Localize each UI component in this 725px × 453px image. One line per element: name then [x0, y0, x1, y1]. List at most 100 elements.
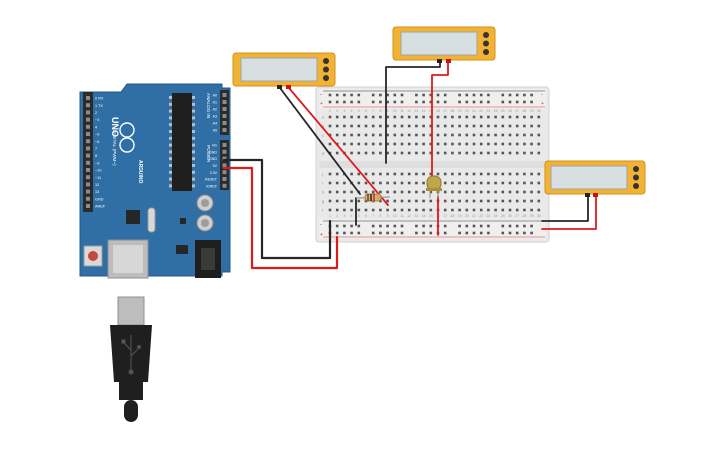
- terminal-hole[interactable]: [494, 115, 497, 119]
- terminal-hole[interactable]: [350, 190, 353, 194]
- terminal-hole[interactable]: [407, 208, 411, 212]
- terminal-hole[interactable]: [393, 172, 397, 176]
- terminal-hole[interactable]: [343, 142, 346, 146]
- terminal-hole[interactable]: [537, 124, 541, 128]
- rail-hole[interactable]: [479, 231, 483, 235]
- terminal-hole[interactable]: [494, 181, 497, 185]
- rail-hole[interactable]: [487, 231, 490, 235]
- rail-hole[interactable]: [343, 224, 346, 228]
- multimeter-1-knob-1[interactable]: [323, 58, 329, 64]
- terminal-hole[interactable]: [515, 151, 519, 155]
- terminal-hole[interactable]: [458, 124, 461, 128]
- rail-hole[interactable]: [472, 100, 476, 104]
- terminal-hole[interactable]: [537, 151, 541, 155]
- led[interactable]: [426, 175, 442, 198]
- terminal-hole[interactable]: [451, 172, 454, 176]
- terminal-hole[interactable]: [436, 133, 440, 137]
- terminal-hole[interactable]: [494, 124, 497, 128]
- terminal-hole[interactable]: [335, 115, 339, 119]
- rail-hole[interactable]: [501, 231, 505, 235]
- rail-hole[interactable]: [472, 93, 476, 97]
- terminal-hole[interactable]: [508, 199, 512, 203]
- terminal-hole[interactable]: [479, 172, 483, 176]
- terminal-hole[interactable]: [537, 115, 541, 119]
- rail-hole[interactable]: [429, 224, 433, 228]
- terminal-hole[interactable]: [451, 181, 454, 185]
- rail-hole[interactable]: [429, 231, 433, 235]
- terminal-hole[interactable]: [472, 208, 476, 212]
- terminal-hole[interactable]: [350, 151, 353, 155]
- terminal-hole[interactable]: [436, 172, 440, 176]
- terminal-hole[interactable]: [494, 133, 497, 137]
- rail-hole[interactable]: [386, 231, 389, 235]
- multimeter-2-knob-2[interactable]: [483, 40, 489, 47]
- wire-meter3-black[interactable]: [541, 196, 589, 222]
- terminal-hole[interactable]: [530, 181, 533, 185]
- multimeter-3-knob-2[interactable]: [633, 174, 639, 181]
- terminal-hole[interactable]: [415, 190, 418, 194]
- terminal-hole[interactable]: [523, 172, 526, 176]
- terminal-hole[interactable]: [364, 208, 368, 212]
- terminal-hole[interactable]: [415, 124, 418, 128]
- terminal-hole[interactable]: [494, 172, 497, 176]
- terminal-hole[interactable]: [379, 151, 382, 155]
- terminal-hole[interactable]: [335, 181, 339, 185]
- digital-pin[interactable]: [86, 160, 90, 165]
- terminal-hole[interactable]: [451, 151, 454, 155]
- terminal-hole[interactable]: [501, 151, 505, 155]
- terminal-hole[interactable]: [537, 199, 541, 203]
- multimeter-2-knob-1[interactable]: [483, 32, 489, 38]
- analog-pin[interactable]: [222, 93, 227, 97]
- terminal-hole[interactable]: [415, 115, 418, 119]
- terminal-hole[interactable]: [343, 124, 346, 128]
- terminal-hole[interactable]: [479, 142, 483, 146]
- terminal-hole[interactable]: [443, 115, 447, 119]
- digital-pin[interactable]: [86, 132, 90, 136]
- terminal-hole[interactable]: [371, 115, 375, 119]
- multimeter-3[interactable]: [544, 160, 646, 197]
- rail-hole[interactable]: [429, 93, 433, 97]
- terminal-hole[interactable]: [436, 142, 440, 146]
- terminal-hole[interactable]: [443, 142, 447, 146]
- terminal-hole[interactable]: [508, 133, 512, 137]
- terminal-hole[interactable]: [443, 190, 447, 194]
- usb-cable[interactable]: [110, 296, 152, 422]
- terminal-hole[interactable]: [515, 199, 519, 203]
- rail-hole[interactable]: [465, 231, 469, 235]
- terminal-hole[interactable]: [515, 181, 519, 185]
- terminal-hole[interactable]: [458, 133, 461, 137]
- rail-hole[interactable]: [429, 100, 433, 104]
- terminal-hole[interactable]: [328, 181, 332, 185]
- digital-pin[interactable]: [86, 96, 90, 100]
- wire-gnd-to-rail[interactable]: [222, 158, 332, 260]
- terminal-hole[interactable]: [415, 133, 418, 137]
- terminal-hole[interactable]: [422, 115, 425, 119]
- rail-hole[interactable]: [479, 100, 483, 104]
- terminal-hole[interactable]: [335, 208, 339, 212]
- terminal-hole[interactable]: [429, 151, 433, 155]
- wire-meter2-black[interactable]: [385, 61, 441, 164]
- terminal-hole[interactable]: [328, 133, 332, 137]
- terminal-hole[interactable]: [494, 142, 497, 146]
- rail-hole[interactable]: [479, 93, 483, 97]
- rail-hole[interactable]: [422, 100, 425, 104]
- terminal-hole[interactable]: [400, 151, 404, 155]
- terminal-hole[interactable]: [422, 133, 425, 137]
- terminal-hole[interactable]: [501, 142, 505, 146]
- terminal-hole[interactable]: [487, 181, 490, 185]
- rail-hole[interactable]: [328, 93, 332, 97]
- terminal-hole[interactable]: [350, 199, 353, 203]
- rail-hole[interactable]: [357, 93, 361, 97]
- terminal-hole[interactable]: [451, 199, 454, 203]
- terminal-hole[interactable]: [436, 115, 440, 119]
- terminal-hole[interactable]: [422, 199, 425, 203]
- terminal-hole[interactable]: [393, 199, 397, 203]
- rail-hole[interactable]: [357, 100, 361, 104]
- rail-hole[interactable]: [371, 93, 375, 97]
- digital-pin[interactable]: [86, 103, 90, 108]
- terminal-hole[interactable]: [458, 172, 461, 176]
- terminal-hole[interactable]: [371, 172, 375, 176]
- terminal-hole[interactable]: [494, 190, 497, 194]
- terminal-hole[interactable]: [465, 190, 469, 194]
- rail-hole[interactable]: [400, 100, 404, 104]
